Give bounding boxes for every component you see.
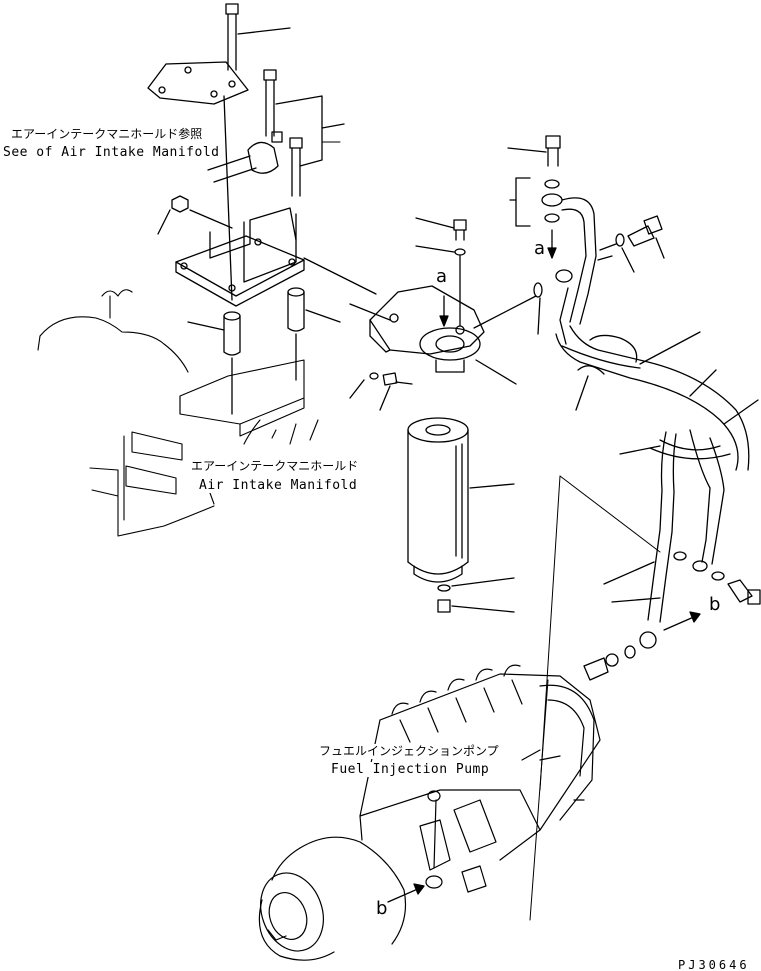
fuel-pipe-bundle — [555, 325, 759, 623]
bolt-top-right — [507, 135, 563, 227]
leader-lines — [321, 141, 661, 921]
washer-bolt-mid — [349, 372, 413, 411]
bolt-set-1 — [263, 69, 345, 197]
washer-center — [473, 282, 543, 335]
spacer-right — [287, 287, 341, 381]
mark-b-right: b — [709, 594, 721, 615]
intake-manifold — [37, 289, 319, 537]
manifold-label-en: Air Intake Manifold — [198, 478, 359, 493]
nut-left — [157, 195, 233, 235]
ref-manifold-label-jp: エアーインテークマニホールド参照 — [10, 127, 204, 142]
ref-manifold-label-en: See of Air Intake Manifold — [2, 145, 221, 160]
arrow-a-center — [439, 295, 449, 327]
fittings-right — [583, 551, 761, 681]
fuel-hose-upper — [555, 197, 617, 345]
arrow-b-bottom — [387, 883, 425, 903]
long-bolt-top — [225, 3, 291, 71]
mark-a-center: a — [436, 266, 448, 287]
mark-a-right: a — [534, 238, 546, 259]
clamp — [207, 131, 283, 183]
filter-cartridge — [407, 417, 515, 583]
bolt-small — [415, 217, 467, 327]
banjo-bolt-right — [615, 215, 665, 273]
drawing-code: PJ30646 — [678, 958, 750, 971]
arrow-a-right — [547, 229, 557, 259]
mark-b-bottom: b — [376, 898, 388, 919]
spacer-left — [187, 311, 241, 415]
manifold-label-jp: エアーインテークマニホールド — [190, 459, 360, 474]
mount-bracket — [175, 207, 377, 307]
pump-label-en: Fuel Injection Pump — [330, 762, 491, 777]
arrow-b-right — [663, 611, 701, 631]
filter-head — [349, 285, 517, 385]
fuel-injection-pump — [258, 664, 601, 961]
pump-label-jp: フュエルインジェクションポンプ — [318, 744, 500, 759]
plate-bracket — [147, 61, 249, 301]
drain-plug — [437, 577, 515, 613]
